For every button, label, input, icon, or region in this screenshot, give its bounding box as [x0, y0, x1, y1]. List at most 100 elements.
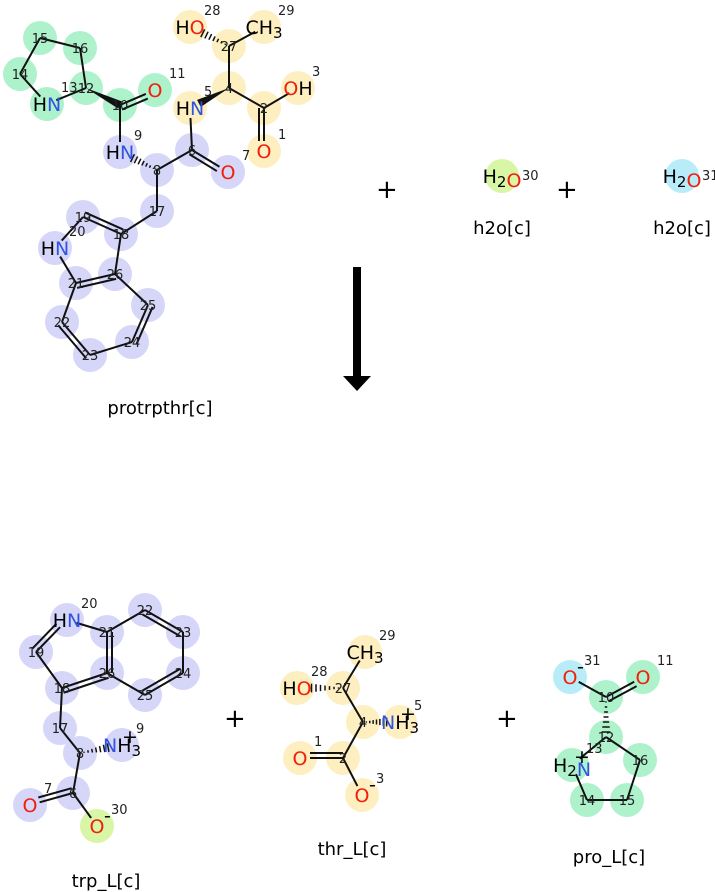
atom-symbol: CH3 [245, 17, 282, 42]
atom-highlight [280, 671, 314, 705]
hash-bond [98, 745, 102, 753]
double-bond [63, 676, 109, 694]
bond [189, 117, 193, 151]
bond [60, 216, 84, 242]
double-bond [135, 306, 154, 345]
atom-symbol: HO [175, 17, 204, 39]
atom-number: 2 [260, 102, 268, 117]
bond [75, 273, 116, 284]
bond [626, 759, 641, 801]
bonds [19, 28, 641, 819]
double-bond [31, 623, 58, 650]
atom-number: 27 [335, 682, 352, 697]
atom-number: 12 [78, 82, 95, 97]
hash-bond [152, 167, 155, 170]
atom-number: 18 [113, 228, 130, 243]
hash-bond [204, 31, 209, 39]
bond [89, 341, 133, 356]
hash-bond [216, 38, 220, 43]
bond [342, 687, 364, 723]
atom-symbol: HO [282, 678, 311, 700]
bond [59, 727, 81, 754]
atom-number: 21 [68, 277, 85, 292]
atom-labels: 15161412HN1310O11HN986O7171819HN20212625… [12, 4, 715, 838]
atom-highlight [173, 10, 207, 44]
atom-symbol: H2O [663, 166, 702, 192]
double-bond [141, 667, 181, 692]
hash-bond [208, 33, 213, 41]
hash-bond [90, 748, 94, 753]
atom-symbol: O [148, 80, 163, 102]
atom-highlight [345, 778, 379, 812]
atom-highlight [281, 71, 315, 105]
atom-number: 9 [136, 722, 144, 737]
bond [120, 210, 158, 235]
atom-number: 11 [169, 67, 186, 82]
atom-number: 17 [149, 205, 166, 220]
bond [59, 256, 77, 284]
plus-sign: + [556, 175, 578, 205]
atom-number: 6 [69, 787, 77, 802]
bond [61, 672, 108, 689]
double-bond [76, 277, 117, 289]
bond [144, 672, 184, 696]
bond [106, 609, 146, 633]
atom-number: 22 [54, 316, 71, 331]
hash-bond [148, 165, 152, 169]
atom-number: 2 [339, 752, 347, 767]
atom-symbol: O [257, 141, 272, 163]
reactant-name-protrpthr: protrpthr[c] [107, 398, 212, 419]
bond [106, 672, 146, 696]
atom-symbol: O [23, 795, 38, 817]
atom-symbol: HN [176, 98, 205, 120]
plus-sign: + [496, 704, 518, 734]
charge-minus: - [104, 805, 111, 827]
atom-symbol: O [563, 667, 578, 689]
atom-number: 16 [632, 754, 649, 769]
atom-highlight [80, 809, 114, 843]
bond [61, 321, 91, 356]
bond [82, 216, 122, 235]
atom-number: 15 [619, 794, 636, 809]
atom-number: 22 [137, 604, 154, 619]
double-bond [121, 97, 149, 111]
atom-highlight [211, 155, 245, 189]
atom-highlight [665, 159, 699, 193]
atom-symbol: NH3 [381, 712, 419, 737]
atom-number: 24 [175, 667, 192, 682]
atom-symbol: O [355, 785, 370, 807]
bond [19, 37, 41, 75]
hash-bond [224, 43, 227, 46]
atom-number: 1 [278, 128, 286, 143]
atom-symbol: H2O [483, 166, 522, 192]
plus-sign: + [376, 175, 398, 205]
bond [263, 92, 290, 109]
hash-bond [141, 160, 145, 166]
reaction-arrow [343, 267, 371, 391]
atom-highlight [283, 741, 317, 775]
charge-minus: - [577, 656, 584, 678]
atom-number: 30 [522, 169, 539, 184]
charge-plus: + [400, 703, 416, 725]
atom-number: 8 [153, 164, 161, 179]
atom-highlight [626, 660, 660, 694]
hash-bond [129, 153, 136, 163]
bond [605, 680, 635, 698]
atom-number: 23 [175, 626, 192, 641]
atom-number: 30 [111, 803, 128, 818]
hash-bond [220, 40, 223, 44]
atom-number: 6 [188, 144, 196, 159]
atom-number: 9 [134, 129, 142, 144]
bond [578, 680, 607, 698]
double-bond [57, 324, 87, 359]
atom-number: 14 [579, 794, 596, 809]
atom-number: 4 [359, 716, 367, 731]
double-bond [38, 787, 72, 799]
atom-number: 7 [44, 782, 52, 797]
wedge-bond [197, 88, 229, 107]
atom-symbol: O [636, 667, 651, 689]
atom-highlight [553, 660, 587, 694]
atom-number: 21 [99, 626, 116, 641]
reactant-name-h2o: h2o[c] [473, 218, 531, 239]
atom-number: 31 [702, 169, 715, 184]
